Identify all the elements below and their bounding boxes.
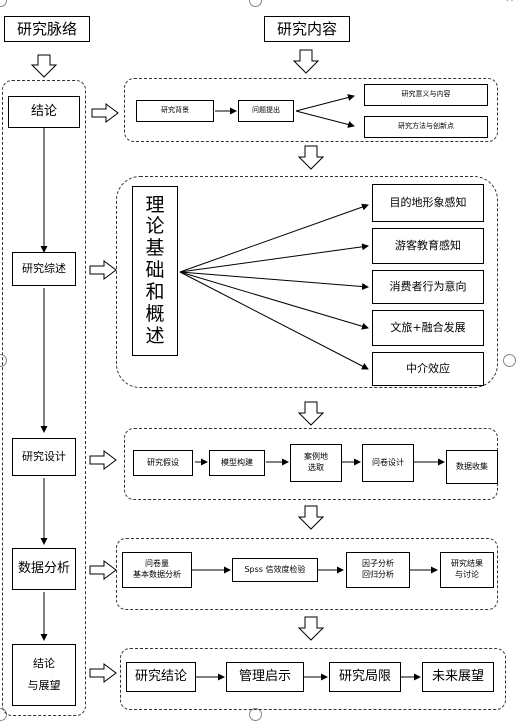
row3-hypothesis: 研究假设 bbox=[133, 450, 193, 476]
theory-char: 理 bbox=[145, 193, 165, 216]
row1-container bbox=[124, 78, 498, 142]
row4-basic-analysis: 问卷量 基本数据分析 bbox=[122, 552, 192, 588]
header-research-content: 研究内容 bbox=[264, 16, 350, 42]
block-arrow-down-row2 bbox=[297, 401, 325, 426]
arrow-fan-2 bbox=[179, 243, 369, 273]
block-arrow-right-4 bbox=[89, 560, 117, 580]
chain-step-conclusion: 结论 bbox=[8, 96, 80, 128]
arrow-fan-1 bbox=[179, 203, 369, 273]
block-arrow-down-right bbox=[292, 49, 320, 74]
row2-target-integration: 文旅+融合发展 bbox=[372, 310, 484, 346]
block-arrow-down-row1 bbox=[297, 145, 325, 170]
block-arrow-down-row4 bbox=[297, 616, 325, 641]
row1-problem: 问题提出 bbox=[238, 100, 294, 122]
row1-background: 研究背景 bbox=[136, 100, 214, 122]
row4-container bbox=[116, 538, 498, 610]
row5-container bbox=[120, 648, 506, 710]
row1-methods: 研究方法与创新点 bbox=[364, 116, 488, 138]
header-research-context: 研究脉络 bbox=[4, 16, 90, 42]
row2-target-behavior: 消费者行为意向 bbox=[372, 270, 484, 304]
block-arrow-down-row3 bbox=[297, 505, 325, 530]
row5-future: 未来展望 bbox=[422, 662, 494, 692]
row3-model: 模型构建 bbox=[209, 450, 265, 476]
row3-case-site: 案例地 选取 bbox=[290, 444, 342, 482]
row5-conclusion: 研究结论 bbox=[126, 662, 196, 692]
arrow-r1-2 bbox=[295, 94, 355, 112]
theory-char: 述 bbox=[145, 324, 165, 347]
left-chain-container bbox=[2, 80, 86, 716]
theory-char: 和 bbox=[145, 280, 165, 303]
row1-significance: 研究意义与内容 bbox=[364, 84, 488, 106]
chain-step-design: 研究设计 bbox=[12, 438, 76, 476]
chain-step-outlook: 结论 与展望 bbox=[12, 644, 76, 706]
row2-target-destination: 目的地形象感知 bbox=[372, 184, 484, 222]
row2-container bbox=[116, 176, 498, 388]
resize-handle-mr[interactable] bbox=[503, 354, 516, 367]
row2-target-mediation: 中介效应 bbox=[372, 352, 484, 386]
theory-char: 础 bbox=[145, 259, 165, 282]
arrow-fan-4 bbox=[179, 271, 369, 330]
row2-theory-box: 理论基础和概述 bbox=[132, 186, 178, 356]
chain-step-analysis: 数据分析 bbox=[12, 548, 76, 590]
block-arrow-right-2 bbox=[89, 260, 117, 280]
row5-limitations: 研究局限 bbox=[329, 662, 401, 692]
row3-questionnaire: 问卷设计 bbox=[362, 444, 414, 482]
chain-step-review: 研究综述 bbox=[12, 252, 76, 286]
row4-factor-regression: 因子分析 回归分析 bbox=[346, 552, 410, 588]
block-arrow-down-left bbox=[30, 54, 58, 78]
arrow-r1-3 bbox=[295, 110, 355, 128]
block-arrow-right-1 bbox=[91, 103, 119, 123]
theory-char: 概 bbox=[145, 302, 165, 325]
row4-spss: Spss 信效度检验 bbox=[232, 558, 318, 582]
close-icon[interactable]: ✕ bbox=[503, 0, 516, 7]
block-arrow-right-5 bbox=[89, 663, 117, 683]
arrow-fan-3 bbox=[179, 271, 369, 291]
theory-char: 论 bbox=[145, 215, 165, 238]
row2-target-education: 游客教育感知 bbox=[372, 228, 484, 264]
arrow-fan-5 bbox=[179, 271, 369, 370]
row3-data-collection: 数据收集 bbox=[446, 450, 498, 484]
row4-results: 研究结果 与讨论 bbox=[440, 552, 494, 588]
row5-implications: 管理启示 bbox=[226, 662, 304, 692]
block-arrow-right-3 bbox=[89, 450, 117, 470]
theory-char: 基 bbox=[145, 237, 165, 260]
